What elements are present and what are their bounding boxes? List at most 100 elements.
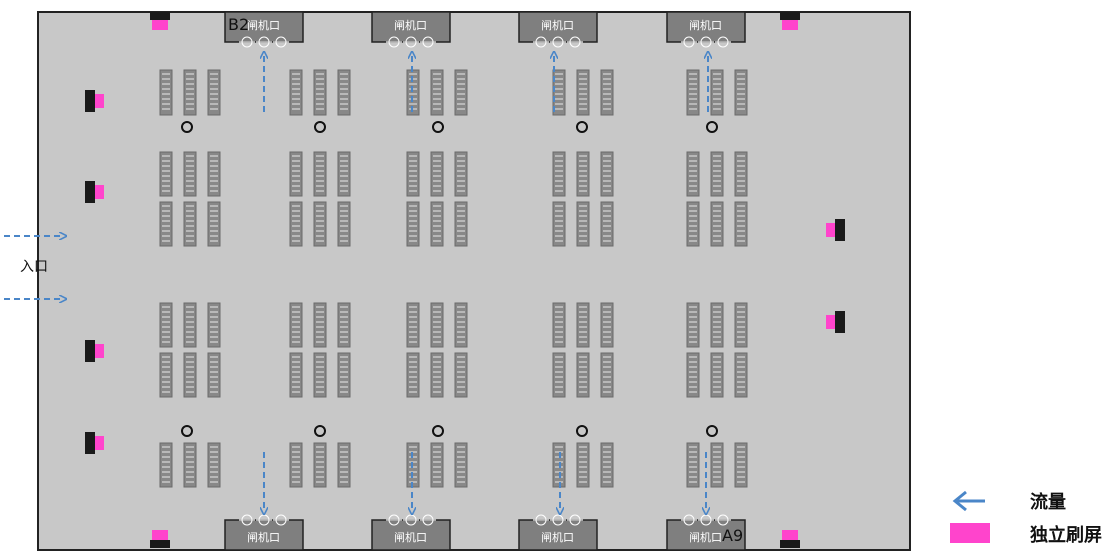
gate-top-3	[518, 11, 598, 48]
gate-top-1-label: 闸机口	[247, 18, 280, 32]
seat-row-50	[430, 352, 444, 398]
seat-row-38	[430, 69, 444, 116]
pillar-1	[181, 121, 193, 133]
kiosk-2	[780, 12, 800, 30]
gate-top-4	[666, 11, 746, 48]
seat-row-7	[159, 201, 173, 247]
seat-row-40	[406, 151, 420, 197]
kiosk-5	[85, 90, 104, 112]
pillar-3	[314, 121, 326, 133]
seat-row-27	[337, 201, 351, 247]
gate-bottom-1-label: 闸机口	[247, 530, 280, 544]
seat-row-75	[734, 69, 748, 116]
seat-row-60	[600, 151, 614, 197]
flow-arrows-layer	[4, 54, 708, 512]
seat-row-5	[183, 151, 197, 197]
seat-row-1	[159, 69, 173, 116]
seat-row-59	[576, 151, 590, 197]
seat-row-69	[600, 352, 614, 398]
seat-row-47	[430, 302, 444, 348]
gate-top-3-label: 闸机口	[541, 18, 574, 32]
seat-row-51	[454, 352, 468, 398]
seat-row-72	[600, 442, 614, 488]
seat-row-63	[600, 201, 614, 247]
legend-flow-label: 流量	[1030, 491, 1066, 513]
kiosk-7	[85, 340, 104, 362]
seat-row-30	[337, 302, 351, 348]
seat-row-61	[552, 201, 566, 247]
seat-row-78	[734, 151, 748, 197]
seat-row-73	[686, 69, 700, 116]
seat-row-84	[734, 302, 748, 348]
seat-row-43	[406, 201, 420, 247]
seat-row-56	[576, 69, 590, 116]
seat-row-46	[406, 302, 420, 348]
pillars-layer	[181, 121, 718, 437]
kiosk-3	[150, 530, 170, 548]
seat-row-3	[207, 69, 221, 116]
gate-top-1	[224, 11, 304, 48]
seat-row-29	[313, 302, 327, 348]
floor-area	[37, 11, 911, 551]
seat-row-12	[207, 302, 221, 348]
seat-row-42	[454, 151, 468, 197]
seat-row-8	[183, 201, 197, 247]
seat-row-83	[710, 302, 724, 348]
seat-row-62	[576, 201, 590, 247]
pillar-9	[706, 121, 718, 133]
seat-row-26	[313, 201, 327, 247]
seat-row-79	[686, 201, 700, 247]
gate-bottom-4	[666, 514, 746, 551]
seat-row-90	[734, 442, 748, 488]
seat-row-4	[159, 151, 173, 197]
seat-row-16	[159, 442, 173, 488]
legend-flow-icon	[952, 490, 985, 512]
seat-row-15	[207, 352, 221, 398]
kiosk-9	[826, 219, 845, 241]
kiosks-layer	[85, 12, 845, 548]
seat-row-82	[686, 302, 700, 348]
pillar-10	[706, 425, 718, 437]
seat-row-36	[337, 442, 351, 488]
seat-row-32	[313, 352, 327, 398]
seat-row-13	[159, 352, 173, 398]
legend-kiosk-icon	[950, 523, 990, 543]
seat-row-6	[207, 151, 221, 197]
seat-row-80	[710, 201, 724, 247]
seat-row-19	[289, 69, 303, 116]
seat-row-81	[734, 201, 748, 247]
gate-bottom-4-label: 闸机口	[689, 530, 722, 544]
seat-row-25	[289, 201, 303, 247]
seat-row-54	[454, 442, 468, 488]
gate-code-b2: B2	[228, 15, 249, 34]
seat-row-55	[552, 69, 566, 116]
kiosk-4	[780, 530, 800, 548]
kiosk-1	[150, 12, 170, 30]
kiosk-6	[85, 181, 104, 203]
seat-row-23	[313, 151, 327, 197]
seat-row-76	[686, 151, 700, 197]
seat-row-34	[289, 442, 303, 488]
entrance-label: 入口	[20, 259, 48, 275]
gate-top-2-label: 闸机口	[394, 18, 427, 32]
seat-row-74	[710, 69, 724, 116]
seating-layer	[159, 69, 748, 488]
gate-bottom-1	[224, 514, 304, 551]
kiosk-8	[85, 432, 104, 454]
legend: 流量 独立刷屏	[950, 490, 1102, 546]
seat-row-20	[313, 69, 327, 116]
seat-row-68	[576, 352, 590, 398]
seat-row-2	[183, 69, 197, 116]
seat-row-77	[710, 151, 724, 197]
seat-row-88	[686, 442, 700, 488]
seat-row-41	[430, 151, 444, 197]
seat-row-24	[337, 151, 351, 197]
legend-kiosk-label: 独立刷屏	[1030, 524, 1102, 546]
seat-row-85	[686, 352, 700, 398]
gate-bottom-2-label: 闸机口	[394, 530, 427, 544]
seat-row-45	[454, 201, 468, 247]
gate-top-4-label: 闸机口	[689, 18, 722, 32]
seat-row-48	[454, 302, 468, 348]
pillar-8	[576, 425, 588, 437]
